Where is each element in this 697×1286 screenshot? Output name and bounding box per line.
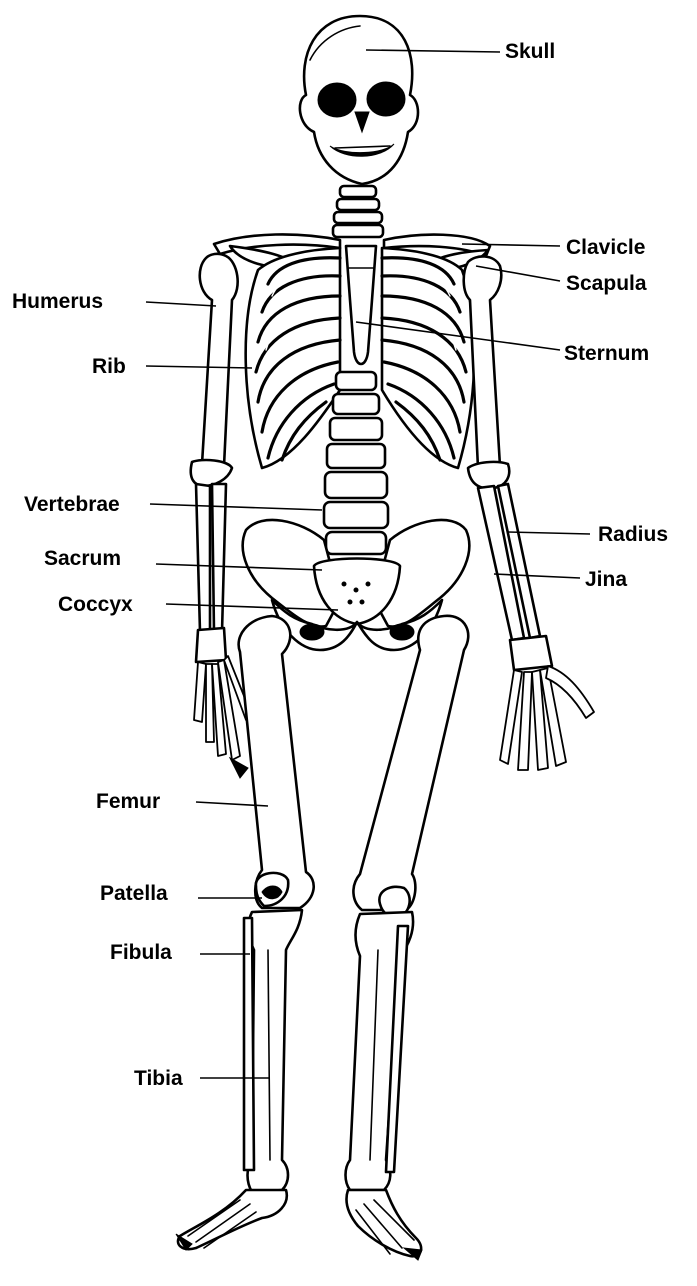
label-coccyx: Coccyx: [58, 593, 133, 616]
leader-vertebrae: [150, 504, 322, 510]
left-arm-bones: [191, 254, 252, 778]
skull-bone: [300, 16, 418, 184]
label-sacrum: Sacrum: [44, 547, 121, 570]
label-ulna: Jina: [585, 568, 627, 591]
label-fibula: Fibula: [110, 941, 172, 964]
label-rib: Rib: [92, 355, 126, 378]
right-leg-bones: [346, 616, 469, 1260]
leader-rib: [146, 366, 252, 368]
label-tibia: Tibia: [134, 1067, 183, 1090]
label-sternum: Sternum: [564, 342, 649, 365]
label-femur: Femur: [96, 790, 160, 813]
label-radius: Radius: [598, 523, 668, 546]
label-patella: Patella: [100, 882, 168, 905]
cervical-vertebrae: [333, 186, 383, 237]
leader-radius: [508, 532, 590, 534]
leader-humerus: [146, 302, 216, 306]
label-clavicle: Clavicle: [566, 236, 645, 259]
label-humerus: Humerus: [12, 290, 103, 313]
label-scapula: Scapula: [566, 272, 647, 295]
lumbar-vertebrae: [324, 372, 388, 554]
label-vertebrae: Vertebrae: [24, 493, 120, 516]
label-skull: Skull: [505, 40, 555, 63]
right-arm-bones: [464, 256, 594, 770]
